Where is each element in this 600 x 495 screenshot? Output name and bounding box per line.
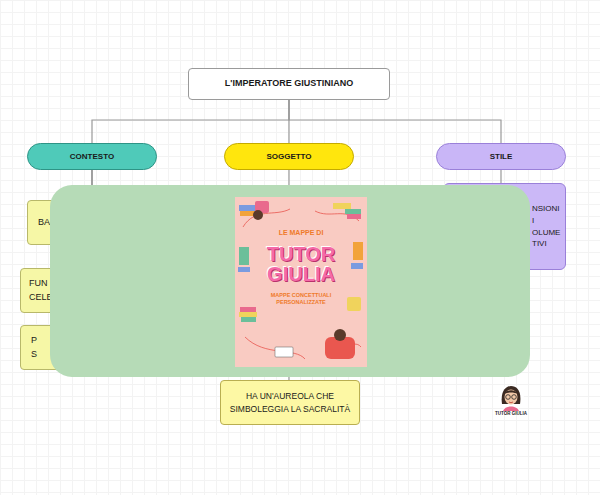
node-text: CONTESTO	[32, 151, 152, 163]
category-pill: CONTESTO	[27, 143, 157, 170]
poster-illustration	[235, 197, 367, 367]
node-text: P S	[31, 334, 43, 360]
connector-line	[92, 100, 289, 143]
title-box: L'IMPERATORE GIUSTINIANO	[188, 68, 390, 100]
category-pill: SOGGETTO	[224, 143, 354, 170]
node-text: L'IMPERATORE GIUSTINIANO	[194, 77, 384, 90]
node-text: NSIONI I OLUME TIVI	[532, 203, 562, 249]
watermark: TUTOR GIULIA	[490, 412, 532, 417]
content-box: HA UN'AUREOLA CHE SIMBOLEGGIA LA SACRALI…	[220, 380, 360, 425]
category-pill: STILE	[436, 143, 566, 170]
connector-line	[500, 170, 501, 183]
node-text: HA UN'AUREOLA CHE SIMBOLEGGIA LA SACRALI…	[226, 390, 354, 415]
connector-line	[289, 100, 501, 143]
node-text: SOGGETTO	[229, 151, 349, 163]
node-text: STILE	[441, 151, 561, 163]
avatar-illustration	[497, 384, 525, 412]
